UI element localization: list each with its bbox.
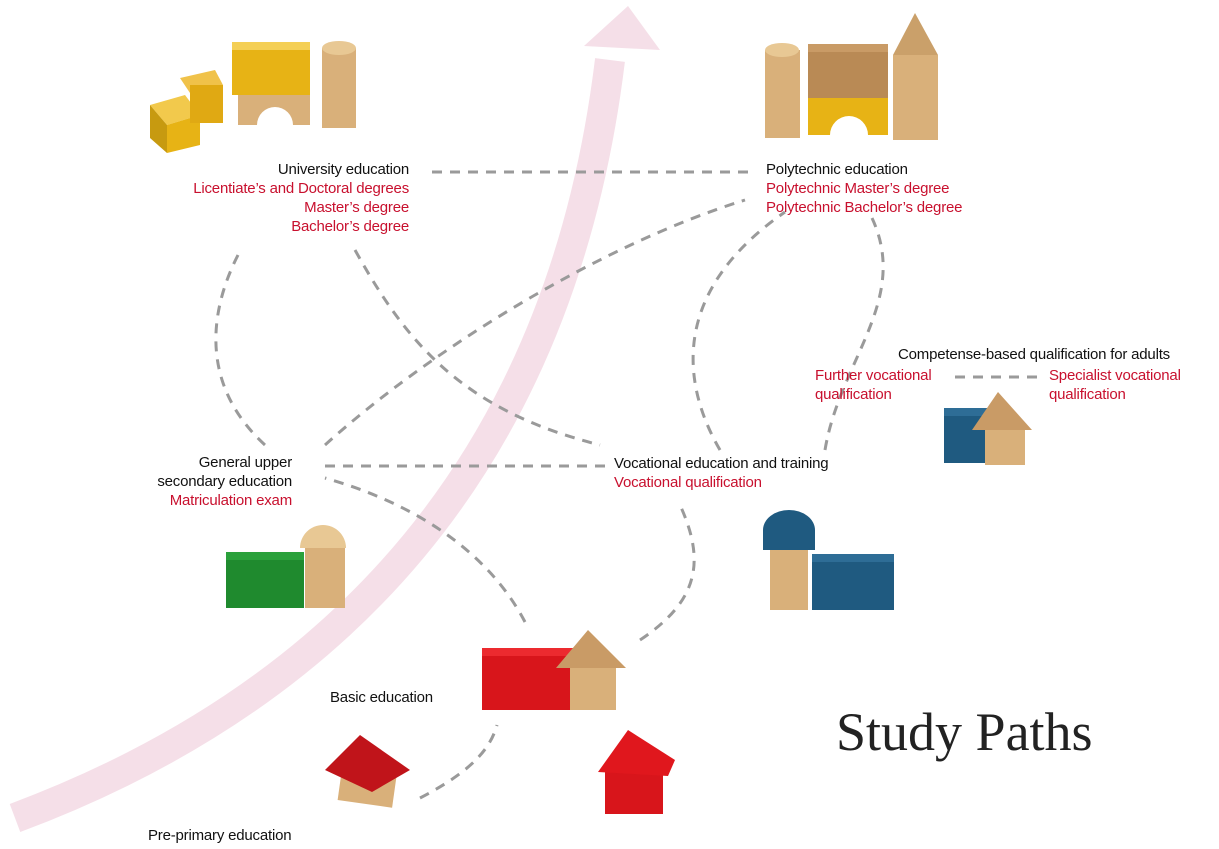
matriculation-exam: Matriculation exam: [169, 492, 292, 509]
adult-blocks: [944, 392, 1032, 465]
degree-bachelor: Bachelor’s degree: [291, 218, 409, 235]
progression-arrow: [9, 6, 660, 833]
polytechnic-heading: Polytechnic education: [766, 161, 908, 178]
vocational-heading: Vocational education and training: [614, 455, 829, 472]
further-vocational-line1: Further vocational: [815, 367, 932, 384]
adult-heading: Competense-based qualification for adult…: [898, 346, 1170, 363]
connector-general-university: [214, 254, 267, 447]
university-blocks: [150, 41, 356, 153]
general-upper-line2: secondary education: [157, 473, 292, 490]
university-label: University education Licentiate’s and Do…: [193, 160, 409, 236]
connector-basic-general: [324, 476, 527, 623]
basic-blocks: [482, 630, 626, 710]
specialist-vocational-line2: qualification: [1049, 386, 1126, 403]
connector-university-vocational: [353, 249, 601, 447]
connector-preprimary-basic: [419, 724, 499, 800]
page-title: Study Paths: [836, 702, 1093, 762]
pre-primary-label: Pre-primary education: [148, 827, 292, 844]
connector-basic-vocational: [639, 504, 696, 642]
degree-polytechnic-master: Polytechnic Master’s degree: [766, 180, 950, 197]
specialist-vocational-label: Specialist vocational qualification: [1049, 366, 1181, 404]
vocational-blocks: [763, 510, 894, 610]
general-upper-label: General upper secondary education Matric…: [157, 453, 292, 510]
polytechnic-blocks: [765, 13, 938, 140]
toy-block-icon: [150, 13, 1032, 814]
connector-vocational-polytechnic: [691, 210, 786, 451]
further-vocational-line2: qualification: [815, 386, 892, 403]
specialist-vocational-line1: Specialist vocational: [1049, 367, 1181, 384]
university-heading: University education: [277, 161, 409, 178]
general-upper-line1: General upper: [198, 454, 292, 471]
further-vocational-label: Further vocational qualification: [815, 366, 932, 404]
degree-licentiate-doctoral: Licentiate’s and Doctoral degrees: [193, 180, 409, 197]
degree-polytechnic-bachelor: Polytechnic Bachelor’s degree: [766, 199, 963, 216]
degree-master: Master’s degree: [304, 199, 409, 216]
vocational-qualification: Vocational qualification: [614, 474, 762, 491]
path-connectors: [214, 170, 1042, 800]
arrow-up-icon: [584, 6, 660, 50]
general-blocks: [226, 525, 346, 608]
connector-general-polytechnic: [323, 198, 746, 447]
polytechnic-label: Polytechnic education Polytechnic Master…: [766, 160, 962, 217]
preprimary-house-right: [598, 730, 675, 814]
preprimary-house-left: [325, 735, 410, 808]
vocational-label: Vocational education and training Vocati…: [614, 454, 829, 492]
basic-education-label: Basic education: [330, 689, 433, 706]
connector-vocational-adult: [823, 217, 885, 451]
